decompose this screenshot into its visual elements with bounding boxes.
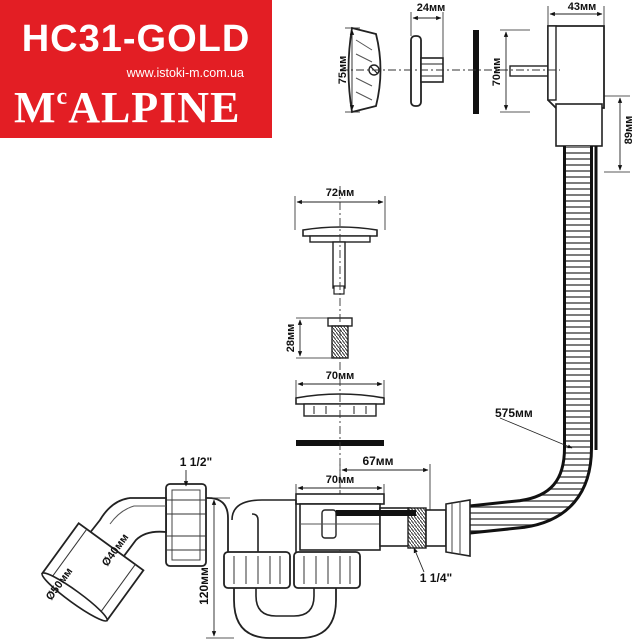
website-url: www.istoki-m.com.ua	[126, 66, 244, 80]
logo-initial: M	[14, 83, 57, 132]
dim-overflow-drop: 89мм	[604, 95, 635, 173]
dim-overflow-plate: 70мм	[491, 29, 530, 113]
brand-logo: McALPINE	[14, 82, 240, 133]
label-cap-height: 75мм	[337, 56, 349, 85]
dim-hose-length: 575мм	[495, 406, 573, 449]
label-overflow-drop: 89мм	[623, 116, 635, 145]
outlet-pipe	[40, 497, 167, 622]
overflow-flange	[410, 35, 444, 107]
overflow-body	[509, 25, 605, 147]
callout-hose-thread: 1 1/4"	[413, 547, 452, 585]
overflow-gasket	[473, 30, 479, 114]
label-overflow-body: 43мм	[568, 1, 597, 13]
label-strainer-width: 70мм	[326, 370, 355, 382]
model-name: HC31-GOLD	[21, 18, 251, 60]
logo-superscript: c	[56, 84, 69, 110]
flexible-hose	[463, 146, 598, 535]
label-hose-length: 575мм	[495, 406, 533, 420]
label-outlet-thread: 1 1/2"	[180, 455, 212, 469]
label-screw-length: 28мм	[285, 324, 297, 353]
logo-name: ALPINE	[68, 83, 241, 132]
label-overflow-plate: 70мм	[491, 58, 503, 87]
label-hose-thread: 1 1/4"	[420, 571, 452, 585]
label-waste-offset: 67мм	[362, 454, 393, 468]
waste-body	[295, 493, 471, 557]
label-overflow-depth: 24мм	[417, 2, 446, 14]
trap	[165, 483, 361, 639]
dim-cap-height: 75мм	[337, 27, 360, 113]
dim-overflow-depth: 24мм	[410, 2, 446, 58]
label-trap-height: 120мм	[197, 567, 211, 605]
brand-banner: HC31-GOLD www.istoki-m.com.ua McALPINE	[0, 0, 272, 138]
dim-screw-length: 28мм	[285, 317, 332, 359]
dim-trap-height: 120мм	[197, 497, 234, 639]
callout-outlet-thread: 1 1/2"	[180, 455, 212, 487]
dim-overflow-body: 43мм	[547, 1, 605, 26]
